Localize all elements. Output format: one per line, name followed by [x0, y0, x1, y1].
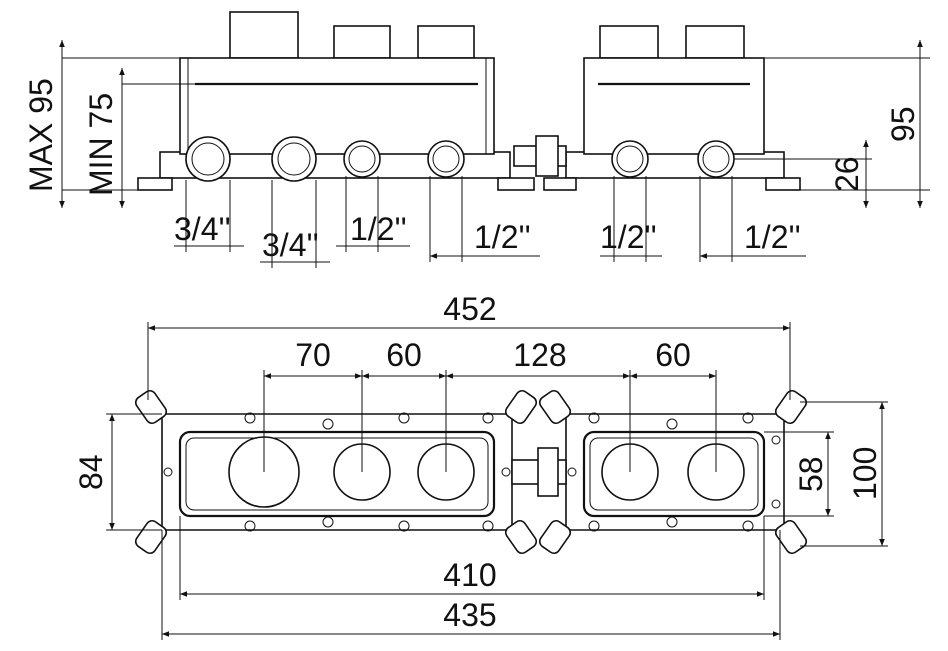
spacing-4-label: 60: [655, 337, 691, 373]
conn-dim-6: [699, 176, 806, 262]
mid-foot-right: [543, 177, 577, 191]
right-outer-height-label: 100: [847, 447, 883, 500]
outlet-5: [611, 140, 649, 178]
left-height-label: 84: [73, 454, 109, 490]
left-box-inner: [185, 437, 489, 511]
right-cartridge-2: [685, 25, 745, 59]
left-cartridge-1: [229, 11, 299, 59]
inner-width-label: 410: [443, 557, 496, 593]
conn-label-5: 1/2'': [600, 219, 657, 255]
left-corner-brackets: [134, 389, 538, 555]
conn-dim-2: [260, 180, 330, 268]
spacing-1-label: 70: [295, 337, 331, 373]
right-corner-brackets: [538, 389, 808, 555]
pipe-height-label: 26: [829, 156, 865, 192]
left-foot: [137, 177, 173, 191]
right-housing: [583, 57, 765, 155]
outlet-6: [697, 140, 735, 178]
conn-label-4: 1/2'': [474, 219, 531, 255]
conn-dim-1: [174, 180, 244, 252]
left-box-outer: [178, 430, 496, 518]
spacing-3-label: 128: [513, 337, 566, 373]
right-box-outer: [582, 430, 766, 518]
conn-label-2: 3/4'': [262, 227, 319, 263]
side-view: MAX 95 MIN 75 95 26 3/4'' 3/4'' 1/2'': [23, 11, 930, 268]
mid-foot-left: [497, 177, 535, 191]
right-foot: [765, 177, 801, 191]
right-cartridge-1: [599, 25, 659, 59]
conn-dim-4: [429, 176, 540, 262]
outlet-4: [427, 140, 465, 178]
overall-width-label: 452: [443, 291, 496, 327]
spacing-2-label: 60: [386, 337, 422, 373]
height-right-label: 95: [885, 106, 921, 142]
min-label: MIN 75: [83, 93, 119, 196]
max-label: MAX 95: [23, 78, 59, 192]
conn-label-6: 1/2'': [744, 219, 801, 255]
frame-width-label: 435: [443, 597, 496, 633]
connector-nut: [535, 135, 559, 177]
conn-label-3: 1/2'': [350, 211, 407, 247]
conn-dim-5: [600, 176, 662, 262]
outlet-3: [343, 140, 381, 178]
conn-dim-3: [336, 176, 410, 252]
right-inner-height-label: 58: [793, 456, 829, 492]
left-cartridge-2: [333, 25, 391, 59]
outlet-1: [185, 136, 231, 182]
conn-label-1: 3/4'': [174, 211, 231, 247]
outlet-2: [271, 136, 317, 182]
left-housing: [179, 57, 495, 155]
right-box-inner: [589, 437, 759, 511]
right-base-plate: [565, 151, 785, 179]
left-cartridge-3: [417, 25, 475, 59]
right-screws: [567, 412, 781, 532]
top-view: 452 70 60 128 60 84 58 100 410: [73, 291, 888, 640]
top-connector-nut: [537, 447, 559, 497]
left-screws: [163, 412, 511, 532]
